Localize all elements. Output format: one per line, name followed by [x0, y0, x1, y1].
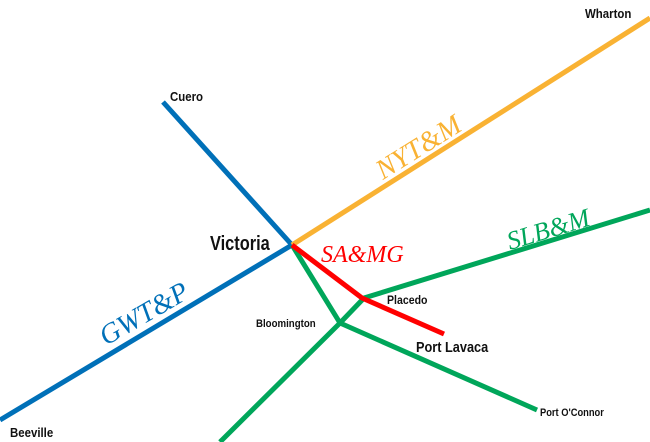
nytm-line [290, 15, 650, 248]
town-placedo: Placedo [387, 294, 428, 307]
gwtp-line [0, 100, 295, 423]
town-victoria: Victoria [210, 231, 271, 254]
town-wharton: Wharton [585, 6, 631, 21]
town-cuero: Cuero [170, 89, 203, 104]
label-samg: SA&MG [321, 242, 404, 268]
town-bloomington: Bloomington [256, 319, 316, 331]
label-nytm: NYT&M [369, 108, 468, 186]
town-port-lavaca: Port Lavaca [416, 338, 488, 355]
label-slbm: SLB&M [503, 203, 594, 256]
slbm-line-main [218, 207, 650, 442]
town-port-oconnor: Port O'Connor [540, 407, 604, 419]
town-beeville: Beeville [10, 425, 53, 440]
samg-line [290, 243, 446, 337]
